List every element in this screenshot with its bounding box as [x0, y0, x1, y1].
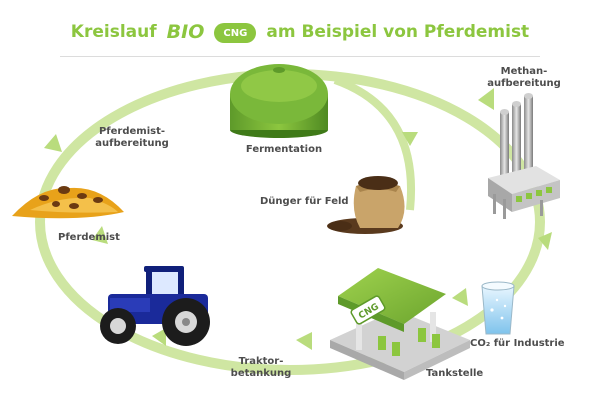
label-tankstelle: Tankstelle — [426, 368, 484, 379]
arrow-to-duenger — [402, 132, 418, 146]
title-bio: BIO — [166, 21, 205, 43]
arrow-up-left — [44, 134, 62, 152]
label-traktorbetankung: Traktor- betankung — [216, 356, 306, 380]
arrow-to-methan — [478, 88, 494, 110]
water-glass-icon — [481, 281, 515, 335]
label-fermentation: Fermentation — [245, 144, 323, 155]
cng-station-icon — [330, 268, 470, 380]
label-methan-line2: aufbereitung — [487, 78, 561, 89]
cycle-arrows — [44, 88, 552, 350]
label-pferdemist-aufbereitung: Pferdemist- aufbereitung — [82, 126, 182, 150]
arrow-to-pferdemist — [92, 226, 108, 244]
title-suffix: am Beispiel von Pferdemist — [266, 22, 530, 42]
arrow-to-traktor — [296, 332, 312, 350]
label-methanaufbereitung: Methan- aufbereitung — [474, 66, 574, 90]
manure-pile-icon — [12, 186, 124, 219]
arrow-down-right — [538, 232, 552, 250]
methane-plant-icon — [488, 93, 560, 219]
label-pa-line2: aufbereitung — [95, 138, 169, 149]
title-prefix: Kreislauf — [70, 22, 157, 42]
title-divider — [60, 56, 540, 57]
label-pferdemist: Pferdemist — [58, 232, 120, 243]
arrow-left-bottom — [152, 328, 166, 346]
label-pa-line1: Pferdemist- — [98, 126, 166, 137]
cng-badge: CNG — [214, 23, 257, 43]
fertilizer-sack-icon — [327, 176, 405, 234]
label-co2-industrie: CO₂ für Industrie — [470, 338, 565, 349]
page-title: Kreislauf BIO CNG am Beispiel von Pferde… — [0, 18, 600, 46]
fermentation-tank-icon — [230, 64, 328, 138]
label-traktor-line1: Traktor- — [238, 356, 284, 367]
tractor-icon — [100, 266, 210, 346]
arrow-to-tankstelle — [452, 288, 468, 306]
label-duenger: Dünger für Feld — [260, 196, 349, 207]
label-methan-line1: Methan- — [500, 66, 548, 77]
label-traktor-line2: betankung — [230, 368, 292, 379]
